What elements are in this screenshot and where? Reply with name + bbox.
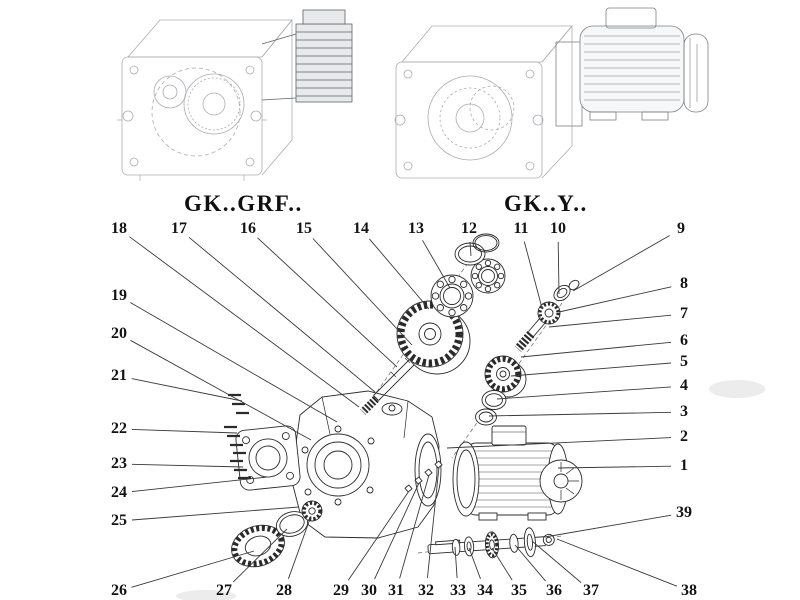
leader-line-3: [488, 411, 672, 417]
leader-line-37: [531, 540, 582, 583]
small-bearing-left: [301, 500, 323, 522]
variant-label-grf: GK..GRF..: [184, 191, 303, 216]
leader-line-6: [520, 341, 672, 358]
roller-bearing-large: [430, 274, 474, 318]
leader-line-33: [454, 546, 458, 579]
bevel-gear: [484, 355, 527, 398]
exploded-assembly: [224, 233, 583, 568]
leader-line-13: [422, 240, 451, 289]
screw-set-middle: [224, 425, 246, 455]
roller-bearing-small: [470, 258, 506, 294]
leader-line-19: [130, 302, 338, 423]
callout-leader-lines: [129, 235, 678, 588]
intermediate-shaft: [360, 353, 421, 415]
leader-line-16: [257, 237, 398, 368]
o-ring: [472, 233, 500, 253]
leader-line-5: [510, 362, 672, 377]
leader-line-39: [544, 514, 672, 538]
leader-line-25: [131, 506, 300, 521]
leader-line-2: [446, 437, 672, 449]
leader-line-26: [131, 550, 255, 588]
shim-ring: [454, 242, 486, 266]
input-pinion-shaft: [514, 279, 580, 352]
leader-line-35: [491, 547, 513, 581]
leader-line-11: [523, 241, 543, 309]
snap-ring: [275, 511, 309, 537]
leader-line-29: [347, 490, 410, 581]
leader-line-23: [131, 463, 244, 468]
leader-line-18: [129, 236, 360, 408]
grf-fin-adapter: [261, 9, 353, 103]
screw-set-bottom: [230, 459, 251, 480]
leader-line-21: [131, 378, 243, 402]
leader-line-9: [572, 235, 670, 292]
leader-line-17: [188, 236, 376, 393]
leader-line-32: [426, 466, 440, 579]
bearing-ring-a: [481, 390, 507, 410]
leader-line-24: [131, 476, 268, 493]
leader-line-34: [468, 547, 481, 579]
leader-line-14: [369, 238, 430, 310]
leader-line-1: [557, 465, 672, 469]
leader-line-12: [469, 241, 472, 257]
output-gear-ring: [231, 524, 285, 568]
leader-line-4: [496, 386, 672, 400]
leader-line-10: [557, 241, 560, 295]
leader-line-15: [312, 238, 413, 346]
leader-line-36: [514, 544, 546, 582]
electric-motor: [452, 425, 583, 521]
variant-label-y: GK..Y..: [504, 191, 588, 216]
leader-line-30: [374, 482, 420, 580]
leader-line-27: [232, 528, 288, 583]
watermark-smudge: [176, 380, 765, 600]
motor-mounting-bolts: [404, 460, 443, 493]
leader-line-20: [130, 339, 312, 441]
mounting-flange-plate: [235, 425, 301, 491]
motor-ghost: [555, 7, 709, 127]
leader-line-31: [399, 474, 430, 579]
leader-line-22: [131, 428, 238, 434]
leader-line-8: [558, 286, 672, 313]
gearbox-motor-drawing: [394, 7, 709, 179]
leader-line-28: [287, 515, 312, 579]
leader-line-38: [556, 538, 678, 587]
gearbox-grf-drawing: [117, 9, 353, 181]
leader-line-7: [548, 314, 672, 328]
output-shaft-assembly: [427, 527, 555, 559]
bearing-ring-b: [475, 408, 497, 426]
